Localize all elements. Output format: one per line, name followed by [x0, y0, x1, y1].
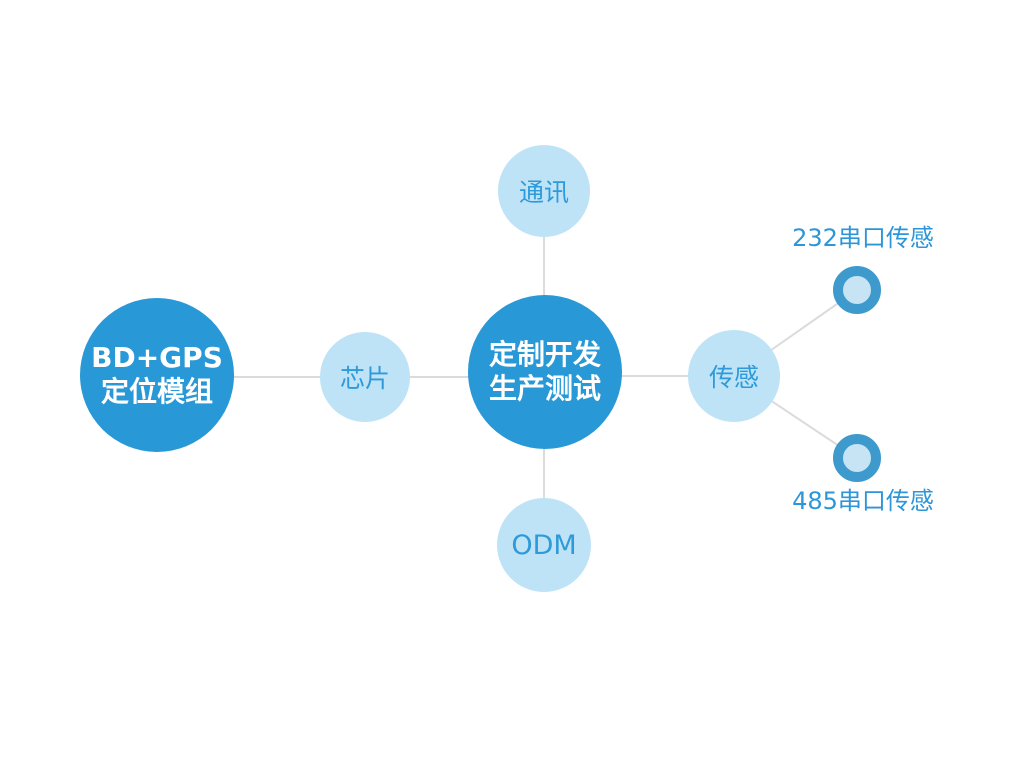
node-sensor-label: 传感: [708, 363, 759, 392]
node-odm: ODM: [497, 498, 591, 592]
node-chip-label: 芯片: [339, 364, 390, 393]
donut-node-icon-232: [833, 266, 881, 314]
node-center-line1: 定制开发: [488, 338, 601, 371]
node-comm-label: 通讯: [518, 178, 569, 207]
node-communication: 通讯: [498, 145, 590, 237]
node-center-line2: 生产测试: [488, 372, 601, 405]
node-odm-label: ODM: [511, 529, 577, 561]
node-custom-development: 定制开发 生产测试: [468, 295, 622, 449]
node-bdgps-module: BD+GPS 定位模组: [80, 298, 234, 452]
node-bdgps-line2: 定位模组: [100, 375, 213, 408]
donut-node-icon-485: [833, 434, 881, 482]
label-485-serial-sensor: 485串口传感: [792, 487, 934, 515]
label-232-serial-sensor: 232串口传感: [792, 224, 934, 252]
node-chip: 芯片: [320, 332, 410, 422]
node-sensor: 传感: [688, 330, 780, 422]
node-bdgps-line1: BD+GPS: [91, 341, 223, 374]
